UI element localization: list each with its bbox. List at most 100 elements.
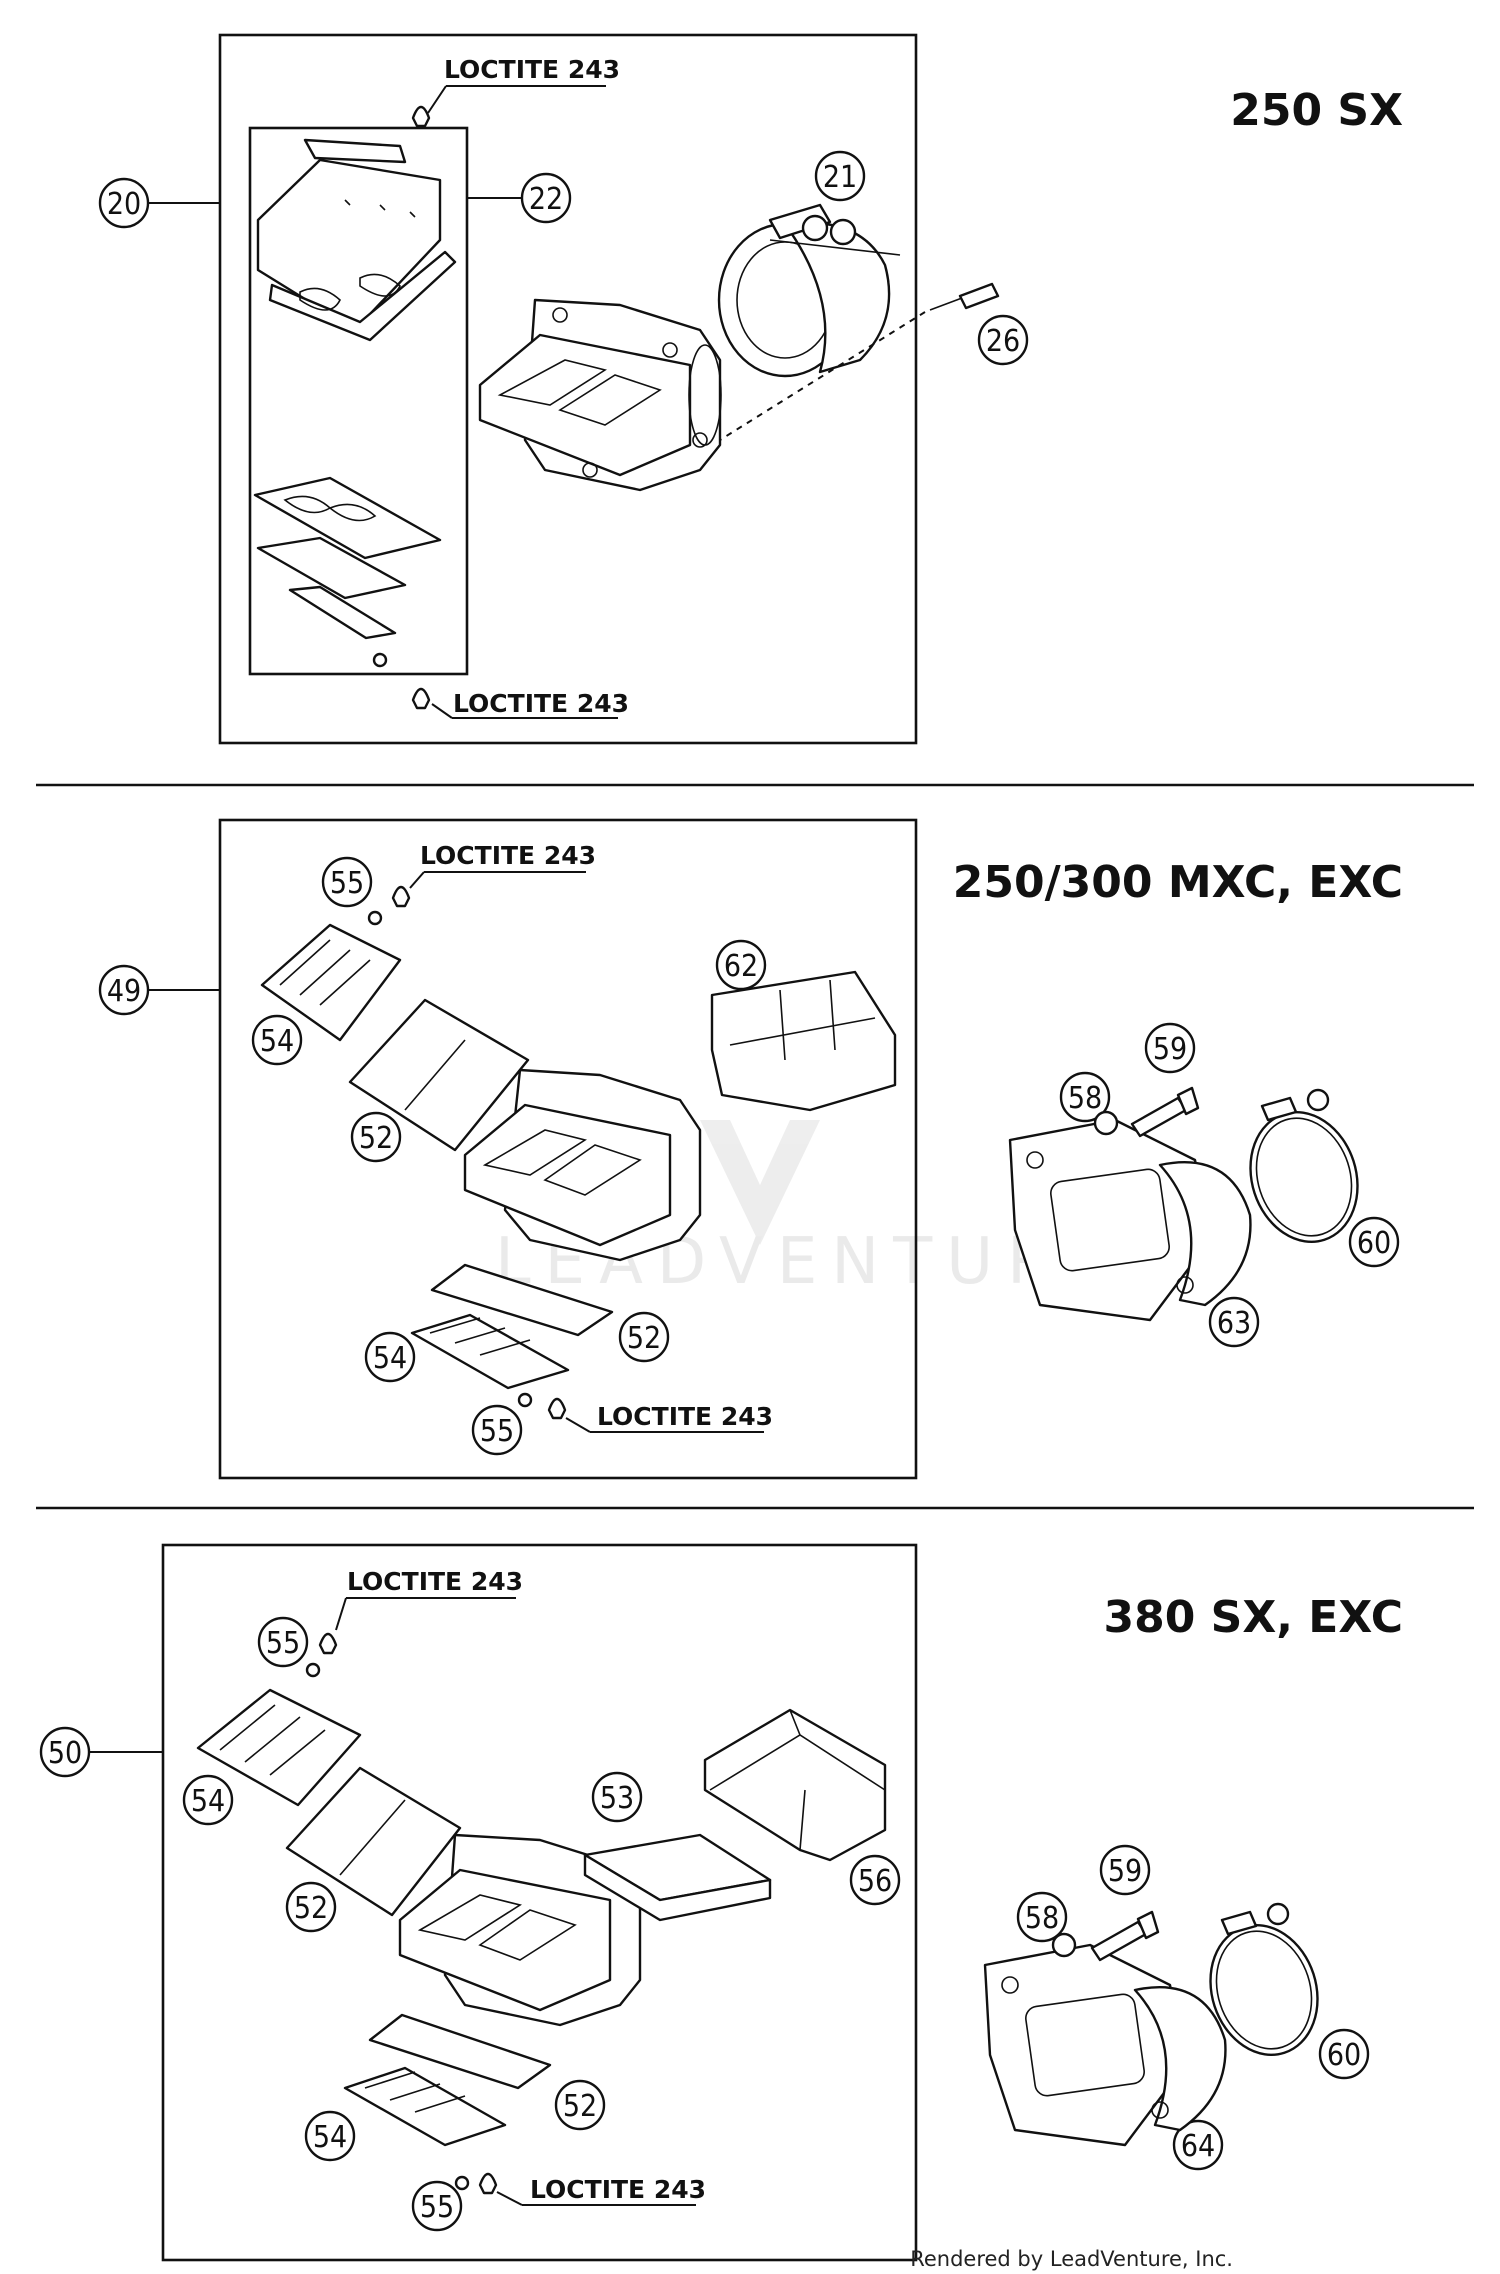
kit-box (161, 1543, 918, 2262)
gasket-part (253, 476, 442, 640)
callout-49[interactable]: 49 (98, 964, 150, 1016)
callout-54[interactable]: 54 (182, 1774, 234, 1826)
callout-52[interactable]: 52 (285, 1881, 337, 1933)
callout-26[interactable]: 26 (977, 314, 1029, 366)
svg-text:LOCTITE 243: LOCTITE 243 (453, 689, 629, 718)
callout-22[interactable]: 22 (520, 172, 572, 224)
svg-text:20: 20 (107, 187, 141, 222)
reed-cage-part (260, 910, 614, 1408)
callout-55[interactable]: 55 (321, 856, 373, 908)
svg-text:58: 58 (1068, 1081, 1102, 1116)
svg-text:55: 55 (420, 2190, 454, 2225)
reed-block-part (398, 1833, 642, 2027)
svg-text:53: 53 (600, 1781, 634, 1816)
section-380-sx-exc: 380 SX, EXC 50 55 54 53 56 52 52 54 55 5… (39, 1543, 1403, 2262)
callout-60[interactable]: 60 (1318, 2028, 1370, 2080)
clamp-part (1249, 1088, 1359, 1243)
section-title: 380 SX, EXC (1103, 1592, 1403, 1643)
callout-59[interactable]: 59 (1099, 1844, 1151, 1896)
svg-text:64: 64 (1181, 2129, 1215, 2164)
reed-petal-part (256, 138, 457, 342)
svg-text:49: 49 (107, 974, 141, 1009)
loctite-note: LOCTITE 243 (411, 55, 620, 128)
callout-62[interactable]: 62 (715, 939, 767, 991)
svg-text:55: 55 (266, 1626, 300, 1661)
bolt-part (1130, 1086, 1200, 1138)
subkit-box (248, 126, 469, 676)
callout-60[interactable]: 60 (1348, 1216, 1400, 1268)
svg-text:LOCTITE 243: LOCTITE 243 (420, 841, 596, 870)
callout-53[interactable]: 53 (591, 1771, 643, 1823)
svg-text:55: 55 (330, 866, 364, 901)
reed-cover-part (710, 970, 897, 1112)
svg-text:LOCTITE 243: LOCTITE 243 (347, 1567, 523, 1596)
washer-part (1051, 1932, 1077, 1958)
callout-52[interactable]: 52 (350, 1111, 402, 1163)
svg-text:60: 60 (1357, 1226, 1391, 1261)
callout-20[interactable]: 20 (98, 177, 150, 229)
svg-text:22: 22 (529, 182, 563, 217)
reed-cover-part (703, 1708, 887, 1862)
stuffer-part (583, 1833, 772, 1922)
callout-52[interactable]: 52 (554, 2079, 606, 2131)
svg-text:52: 52 (563, 2089, 597, 2124)
credit-text: Rendered by LeadVenture, Inc. (910, 2247, 1233, 2271)
callout-58[interactable]: 58 (1059, 1071, 1111, 1123)
loctite-note: LOCTITE 243 (478, 2172, 706, 2206)
bolt-part (1090, 1910, 1160, 1962)
svg-text:LOCTITE 243: LOCTITE 243 (597, 1402, 773, 1431)
svg-text:63: 63 (1217, 1306, 1251, 1341)
svg-text:59: 59 (1108, 1854, 1142, 1889)
callout-55[interactable]: 55 (257, 1616, 309, 1668)
callout-50[interactable]: 50 (39, 1726, 91, 1778)
loctite-note: LOCTITE 243 (547, 1397, 773, 1433)
kit-box (218, 818, 918, 1480)
reed-block-part (463, 1068, 702, 1262)
intake-boot-part (717, 203, 901, 378)
intake-boot-part (1008, 1118, 1252, 1322)
svg-text:21: 21 (823, 160, 857, 195)
washer-part (1093, 1110, 1119, 1136)
svg-text:52: 52 (627, 1321, 661, 1356)
section-250-300-mxc-exc: 250/300 MXC, EXC 49 55 54 52 62 52 54 55… (98, 818, 1403, 1480)
clamp-part (1209, 1902, 1319, 2056)
svg-text:62: 62 (724, 949, 758, 984)
svg-text:52: 52 (294, 1891, 328, 1926)
svg-text:LOCTITE 243: LOCTITE 243 (530, 2175, 706, 2204)
section-250-sx: 250 SX 20 22 21 26 LOCTITE 243 LOCTITE (98, 33, 1403, 745)
callout-64[interactable]: 64 (1172, 2119, 1224, 2171)
loctite-note: LOCTITE 243 (411, 687, 629, 719)
svg-text:60: 60 (1327, 2038, 1361, 2073)
svg-text:58: 58 (1025, 1901, 1059, 1936)
callout-54[interactable]: 54 (364, 1331, 416, 1383)
svg-text:50: 50 (48, 1736, 82, 1771)
intake-boot-part (983, 1943, 1227, 2147)
svg-text:52: 52 (359, 1121, 393, 1156)
svg-text:56: 56 (858, 1864, 892, 1899)
callout-54[interactable]: 54 (304, 2110, 356, 2162)
callout-63[interactable]: 63 (1208, 1296, 1260, 1348)
svg-text:54: 54 (313, 2120, 347, 2155)
svg-text:55: 55 (480, 1414, 514, 1449)
svg-text:54: 54 (260, 1024, 294, 1059)
svg-text:54: 54 (373, 1341, 407, 1376)
loctite-note: LOCTITE 243 (391, 841, 596, 908)
callout-54[interactable]: 54 (251, 1014, 303, 1066)
svg-text:59: 59 (1153, 1032, 1187, 1067)
section-title: 250/300 MXC, EXC (953, 857, 1403, 908)
svg-text:26: 26 (986, 324, 1020, 359)
kit-box (218, 33, 918, 745)
section-title: 250 SX (1230, 85, 1403, 136)
callout-56[interactable]: 56 (849, 1854, 901, 1906)
callout-55[interactable]: 55 (411, 2180, 463, 2232)
callout-21[interactable]: 21 (814, 150, 866, 202)
callout-52[interactable]: 52 (618, 1311, 670, 1363)
bolt-part (719, 282, 1000, 441)
svg-text:54: 54 (191, 1784, 225, 1819)
callout-55[interactable]: 55 (471, 1404, 523, 1456)
callout-58[interactable]: 58 (1016, 1891, 1068, 1943)
reed-cage-part (196, 1662, 552, 2191)
svg-text:LOCTITE 243: LOCTITE 243 (444, 55, 620, 84)
callout-59[interactable]: 59 (1144, 1022, 1196, 1074)
